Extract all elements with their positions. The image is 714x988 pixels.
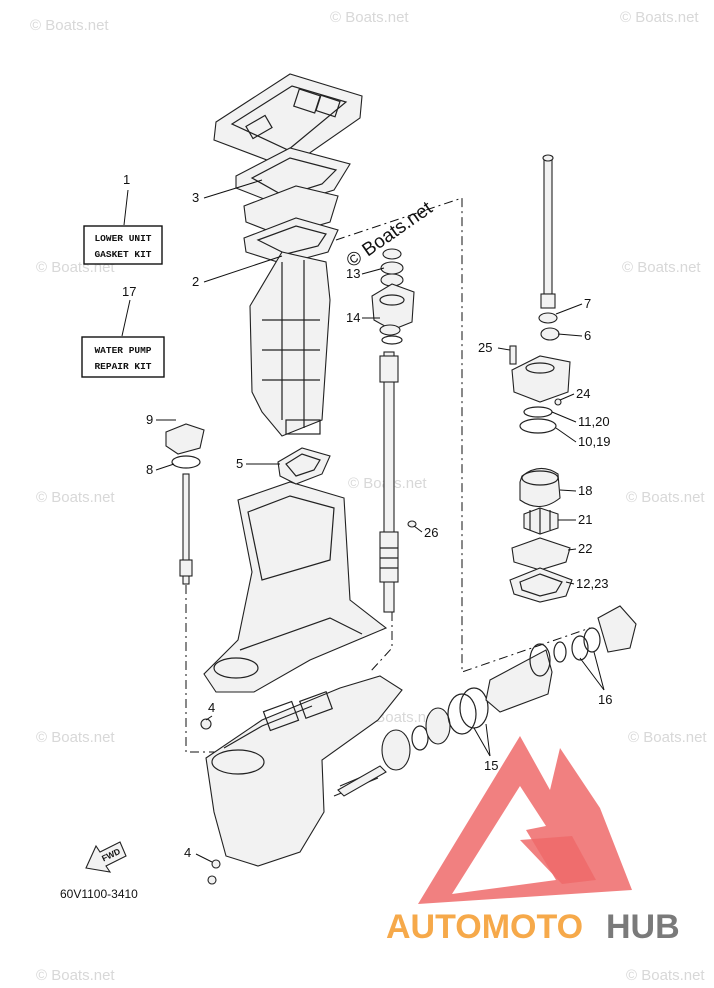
callout-12-23: 12,23 <box>576 576 609 591</box>
brand-name-part2: HUB <box>606 908 680 946</box>
callout-2: 2 <box>192 274 199 289</box>
impeller-21 <box>523 507 559 535</box>
watermark: © Boats.net <box>626 489 705 506</box>
watermark: © Boats.net <box>36 967 115 984</box>
bearing-parts-13 <box>380 248 404 287</box>
callout-18: 18 <box>578 483 592 498</box>
callout-21: 21 <box>578 512 592 527</box>
callout-13: 13 <box>346 266 360 281</box>
callout-16: 16 <box>598 692 612 707</box>
watermark: © Boats.net <box>620 9 699 26</box>
fwd-arrow: FWD <box>85 841 127 873</box>
small-bolts <box>200 398 562 885</box>
seal-6 <box>540 327 560 341</box>
bearing-housing-14 <box>371 283 415 336</box>
watermark: © Boats.net <box>622 259 701 276</box>
callout-3: 3 <box>192 190 199 205</box>
driveshaft <box>379 351 399 613</box>
kit-lower-unit-gasket: 1 LOWER UNIT GASKET KIT <box>83 172 163 265</box>
watermark: © Boats.net <box>628 729 707 746</box>
lower-casing <box>203 481 388 693</box>
callout-5: 5 <box>236 456 243 471</box>
gasket-12-23 <box>509 567 573 603</box>
shift-rod <box>179 473 193 585</box>
callout-25: 25 <box>478 340 492 355</box>
callout-17: 17 <box>122 284 136 299</box>
plate-22 <box>511 537 571 571</box>
pump-shaft <box>540 154 556 309</box>
brand-name-part1: AUTOMOTO <box>386 908 583 946</box>
watermark: © Boats.net <box>36 729 115 746</box>
oring-11-20 <box>523 406 553 418</box>
kit-line1: WATER PUMP <box>94 345 151 356</box>
copyright-label: © Boats.net <box>343 197 437 272</box>
callout-9: 9 <box>146 412 153 427</box>
gear-case <box>205 675 403 867</box>
prop-shaft-assembly <box>337 605 637 797</box>
callout-1: 1 <box>123 172 130 187</box>
kit-line2: GASKET KIT <box>94 249 151 260</box>
kit-line2: REPAIR KIT <box>94 361 151 372</box>
callouts: 3 2 13 14 9 8 5 26 7 6 25 24 11,20 10,19… <box>146 179 612 863</box>
callout-4: 4 <box>184 845 191 860</box>
upper-cover-plate <box>213 73 363 169</box>
pump-housing-18 <box>519 467 561 508</box>
assembly-guide-lines <box>185 197 591 753</box>
callout-22: 22 <box>578 541 592 556</box>
bolt-25 <box>509 345 517 365</box>
watermark: © Boats.net <box>626 967 705 984</box>
callout-24: 24 <box>576 386 590 401</box>
upper-casing <box>249 251 331 437</box>
callout-4: 4 <box>208 700 215 715</box>
callout-6: 6 <box>584 328 591 343</box>
callout-15: 15 <box>484 758 498 773</box>
bracket-9 <box>165 423 205 455</box>
seal-7 <box>538 312 558 324</box>
automotohub-logo: AUTOMOTO HUB <box>386 736 680 946</box>
pump-base <box>511 355 571 403</box>
kit-line1: LOWER UNIT <box>94 233 151 244</box>
callout-7: 7 <box>584 296 591 311</box>
watermark: © Boats.net <box>30 17 109 34</box>
callout-8: 8 <box>146 462 153 477</box>
oring-10-19 <box>519 418 557 434</box>
watermark: © Boats.net <box>36 489 115 506</box>
callout-10-19: 10,19 <box>578 434 611 449</box>
gasket-2 <box>243 217 339 265</box>
oring-8 <box>171 455 201 469</box>
diagram-code: 60V1100-3410 <box>60 887 138 901</box>
kit-water-pump-repair: 17 WATER PUMP REPAIR KIT <box>81 284 165 378</box>
logo-emblem <box>418 736 632 904</box>
callout-14: 14 <box>346 310 360 325</box>
watermark: © Boats.net <box>330 9 409 26</box>
callout-26: 26 <box>424 525 438 540</box>
gasket-5 <box>277 447 331 485</box>
callout-11-20: 11,20 <box>578 414 610 429</box>
shims <box>381 335 403 345</box>
